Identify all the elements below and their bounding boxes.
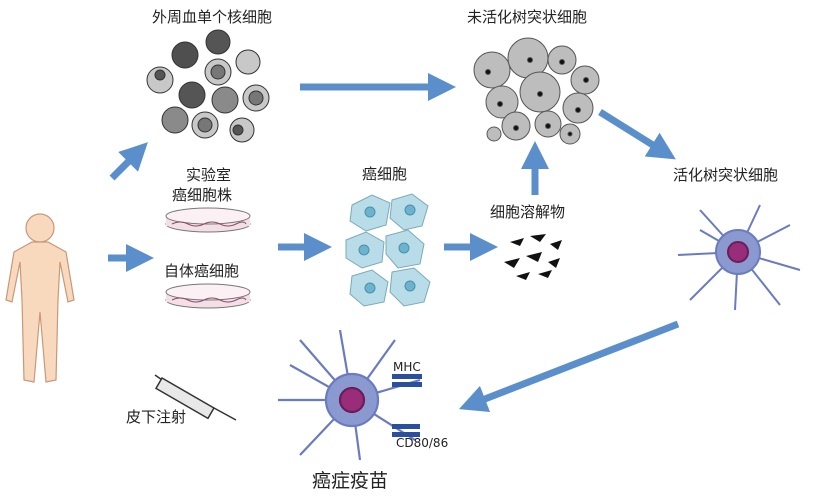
petri-dish-icon-2 <box>165 283 251 309</box>
cell-lysate-fragments <box>504 234 562 280</box>
syringe-icon <box>154 374 237 421</box>
arrow-idc-to-mdc <box>598 109 676 160</box>
immature-dc-cluster <box>473 37 600 145</box>
petri-dish-icon <box>165 207 251 233</box>
label-lysate: 细胞溶解物 <box>490 203 566 221</box>
label-cancer-cells: 癌细胞 <box>362 165 408 183</box>
arrow-human-to-pbmc <box>109 142 148 181</box>
mhc-receptor-icon <box>392 374 422 387</box>
label-mhc: MHC <box>393 360 421 374</box>
human-figure-icon <box>5 213 75 383</box>
label-cd80-86: CD80/86 <box>396 436 449 450</box>
pbmc-cluster <box>146 29 270 143</box>
arrow-mdc-to-vaccine <box>458 320 680 412</box>
cancer-cell-cluster <box>345 193 431 307</box>
label-mature-dc: 活化树突状细胞 <box>673 166 779 184</box>
cd80-86-receptor-icon <box>392 424 420 437</box>
label-lab-line-2: 癌细胞株 <box>172 186 233 204</box>
label-vaccine: 癌症疫苗 <box>312 470 389 492</box>
activated-dc-cell <box>677 204 801 311</box>
vaccine-dc-cell <box>278 329 421 461</box>
label-pbmc: 外周血单个核细胞 <box>152 8 273 26</box>
flow-arrows <box>108 73 680 412</box>
label-autologous: 自体癌细胞 <box>164 262 240 280</box>
label-lab-line-1: 实验室 <box>186 166 232 184</box>
label-immature-dc: 未活化树突状细胞 <box>467 8 588 26</box>
label-injection: 皮下注射 <box>126 408 187 426</box>
